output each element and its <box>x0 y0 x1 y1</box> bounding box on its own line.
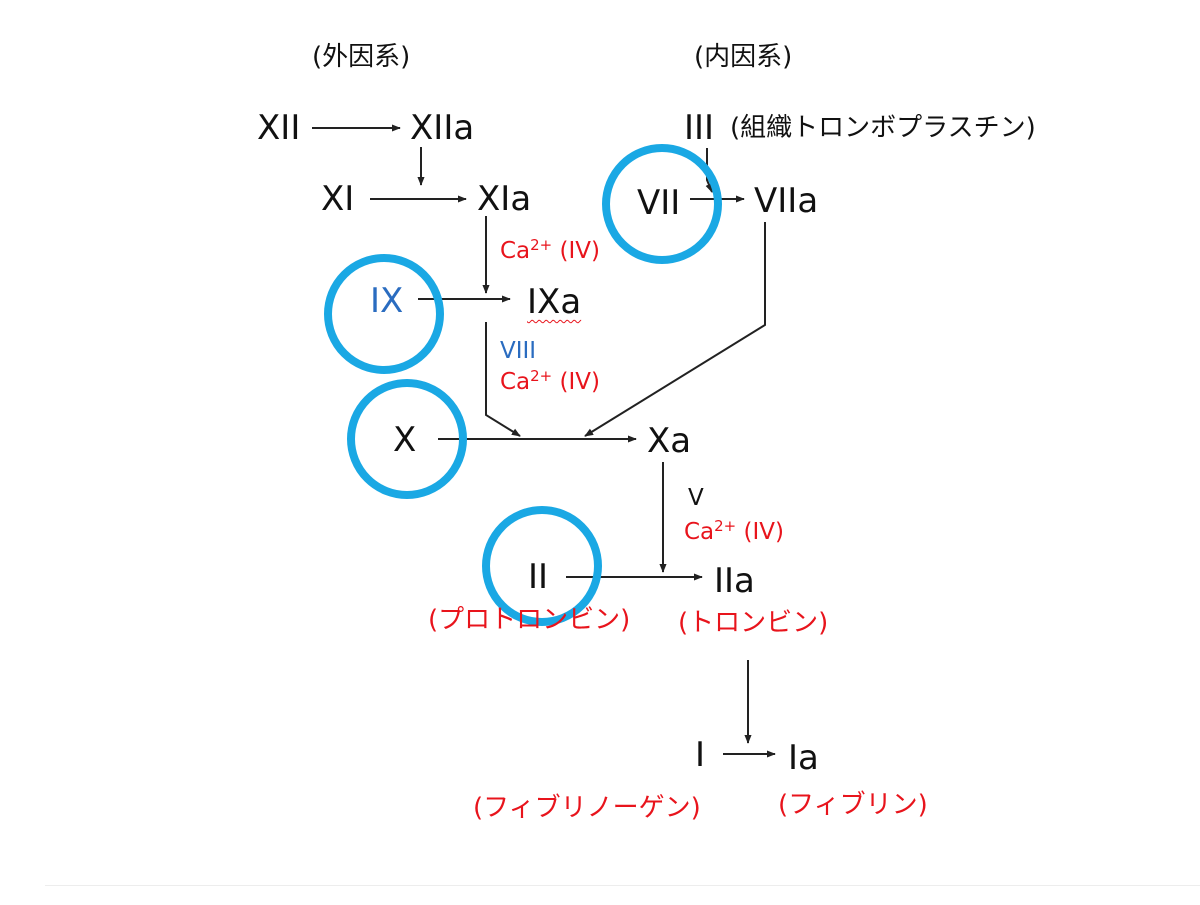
fibrinogen-label: (フィブリノーゲン) <box>473 793 701 823</box>
factor-xi: XI <box>321 179 355 219</box>
calcium-symbol: Ca <box>500 238 531 264</box>
factor-xa: Xa <box>647 421 692 461</box>
arrow-iii-down <box>705 148 713 193</box>
intrinsic-header: (内因系) <box>694 42 793 72</box>
calcium-factor-number: (IV) <box>552 238 600 264</box>
factor-vii: VII <box>637 183 681 223</box>
cofactor-viii: VIII <box>500 338 537 364</box>
highlight-circle-vii <box>602 144 722 264</box>
calcium-symbol: Ca <box>500 369 531 395</box>
factor-xia: XIa <box>477 179 532 219</box>
extrinsic-header: (外因系) <box>312 42 411 72</box>
thrombin-label: (トロンビン) <box>678 608 829 638</box>
prothrombin-label: (プロトロンビン) <box>428 605 631 635</box>
arrow-ixa-to-x-activation <box>485 322 521 437</box>
cofactor-v: V <box>688 485 704 511</box>
factor-xii: XII <box>257 108 301 148</box>
factor-ix: IX <box>370 281 404 321</box>
tissue-thromboplastin-label: (組織トロンボプラスチン) <box>730 113 1036 143</box>
factor-ixa: IXa <box>527 285 581 319</box>
factor-iia: IIa <box>714 561 755 601</box>
calcium-charge: 2+ <box>530 366 553 385</box>
fibrin-label: (フィブリン) <box>778 790 928 820</box>
factor-ii: II <box>528 557 549 597</box>
factor-i: I <box>695 735 706 775</box>
calcium-charge: 2+ <box>714 516 737 535</box>
highlight-circle-ix <box>324 254 444 374</box>
factor-viia: VIIa <box>754 181 819 221</box>
calcium-cofactor-iia: Ca2+ (IV) <box>684 518 784 545</box>
calcium-symbol: Ca <box>684 519 715 545</box>
factor-ixa-label: IXa <box>527 282 582 322</box>
calcium-factor-number: (IV) <box>736 519 784 545</box>
factor-xiia: XIIa <box>410 108 475 148</box>
highlight-circle-x <box>347 379 467 499</box>
calcium-cofactor-xa: Ca2+ (IV) <box>500 368 600 395</box>
factor-iii: III <box>684 108 715 148</box>
calcium-cofactor-ixa: Ca2+ (IV) <box>500 237 600 264</box>
factor-x: X <box>393 420 417 460</box>
factor-ia: Ia <box>788 738 819 778</box>
arrow-viia-to-x-activation <box>584 222 766 437</box>
highlight-circle-ii <box>482 506 602 626</box>
calcium-charge: 2+ <box>530 235 553 254</box>
bottom-divider <box>45 885 1200 886</box>
calcium-factor-number: (IV) <box>552 369 600 395</box>
